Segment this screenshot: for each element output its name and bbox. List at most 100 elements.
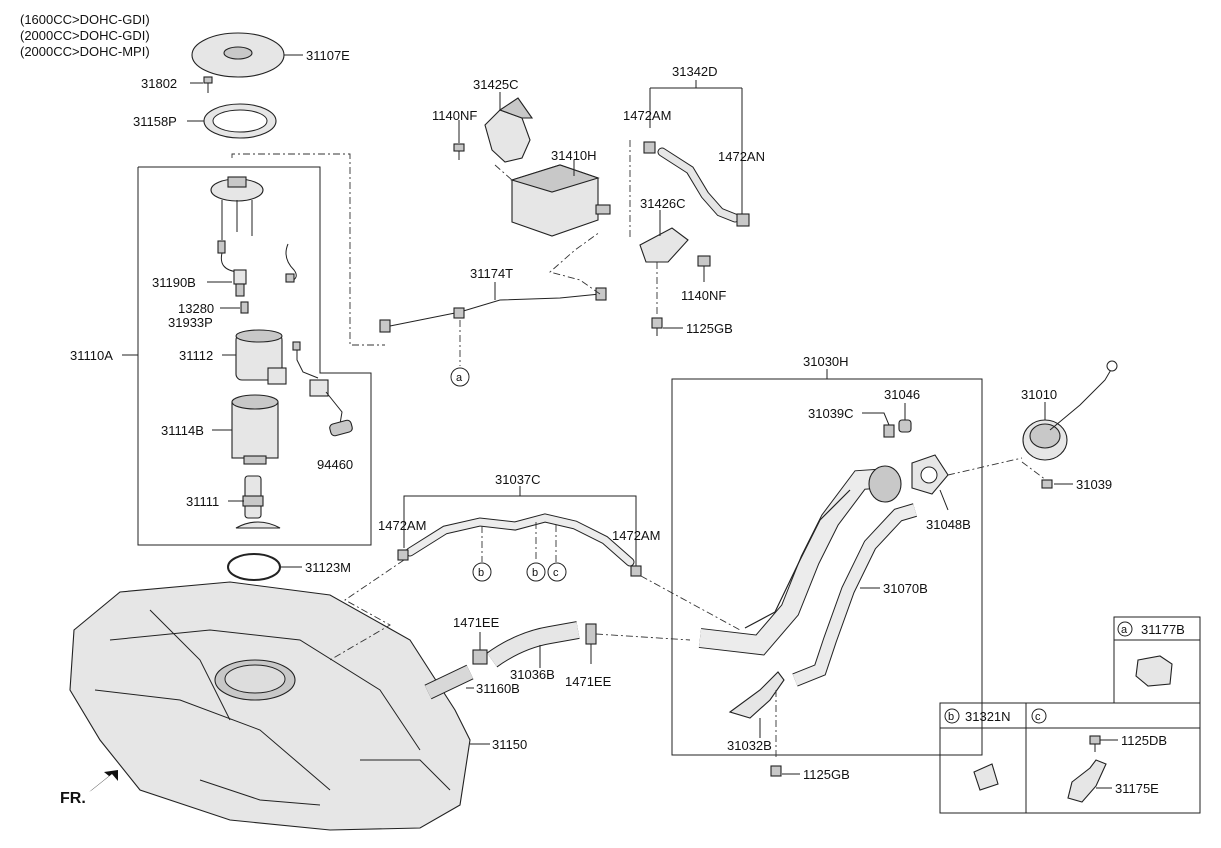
hose-31037C [405, 513, 635, 567]
legend-box-c: c 1125DB 31175E [1025, 702, 1201, 814]
fuel-filter-31112 [235, 329, 287, 385]
label-31190B: 31190B [152, 275, 196, 290]
legend-b-part: 31321N [965, 709, 1011, 724]
legend-a-key: a [1121, 624, 1128, 636]
svg-text:c: c [553, 567, 559, 579]
label-31032B: 31032B [727, 738, 772, 753]
label-31114B: 31114B [161, 423, 204, 438]
label-1125GB-bottom: 1125GB [803, 767, 850, 782]
cap-seal-31046 [898, 419, 912, 433]
callout-b-1: b [472, 562, 492, 582]
screw-31802 [203, 76, 213, 93]
clamp-1472AN [736, 213, 750, 227]
pump-flange [210, 176, 264, 254]
label-1472AN: 1472AN [718, 149, 765, 164]
label-31039: 31039 [1076, 477, 1112, 492]
regulator-13280 [240, 301, 249, 314]
label-fr: FR. [60, 790, 86, 807]
canister-31410H [510, 164, 611, 237]
breather-pipe-31070B [792, 503, 917, 687]
reservoir-31114B [231, 394, 279, 465]
label-31110A: 31110A [70, 348, 113, 363]
label-31070B: 31070B [883, 581, 928, 596]
label-31010: 31010 [1021, 387, 1057, 402]
label-31112: 31112 [179, 348, 213, 363]
label-31933P: 31933P [168, 315, 213, 330]
label-31150: 31150 [492, 737, 527, 752]
lock-ring-31158P [203, 103, 277, 139]
label-31425C: 31425C [473, 77, 519, 92]
svg-text:a: a [456, 372, 463, 384]
label-31048B: 31048B [926, 517, 971, 532]
legend-box-a: a 31177B [1113, 616, 1201, 704]
hose-31342D [657, 147, 740, 223]
fuel-pump-31111 [235, 475, 281, 529]
pump-cover-31107E [191, 32, 285, 78]
label-31158P: 31158P [133, 114, 177, 129]
variant-line-3: (2000CC>DOHC-MPI) [20, 44, 150, 59]
label-1472AM-left: 1472AM [378, 518, 426, 533]
filler-neck-pipe [698, 465, 902, 656]
label-31426C: 31426C [640, 196, 686, 211]
connector-31190B [233, 269, 247, 297]
fuel-tank-31150 [69, 581, 471, 831]
clamp-1471EE-top [472, 649, 488, 665]
label-1471EE-bottom: 1471EE [565, 674, 612, 689]
clamp-1472AM-left [397, 549, 409, 561]
label-1472AM-right: 1472AM [612, 528, 660, 543]
legend-c-part-1: 1125DB [1121, 733, 1167, 748]
legend-c-part-2: 31175E [1115, 781, 1159, 796]
clamp-1472AM-top [643, 141, 656, 154]
label-31037C: 31037C [495, 472, 541, 487]
bolt-1125GB-top [651, 317, 663, 336]
label-1471EE-top: 1471EE [453, 615, 500, 630]
variant-line-2: (2000CC>DOHC-GDI) [20, 28, 150, 43]
label-1140NF-right: 1140NF [681, 288, 726, 303]
vapor-tube-31174T [379, 287, 607, 333]
legend-box-b: b 31321N [939, 702, 1027, 814]
legend-a-part: 31177B [1141, 622, 1185, 637]
bracket-31425C [484, 97, 534, 163]
label-31107E: 31107E [306, 48, 350, 63]
label-1125GB-top: 1125GB [686, 321, 733, 336]
variant-line-1: (1600CC>DOHC-GDI) [20, 12, 150, 27]
front-arrow-icon [89, 770, 118, 792]
bolt-1125GB-bottom [770, 765, 782, 777]
label-31123M: 31123M [305, 560, 351, 575]
svg-text:b: b [532, 567, 538, 579]
legend-b-key: b [948, 711, 954, 723]
label-31160B: 31160B [476, 681, 520, 696]
label-31036B: 31036B [510, 667, 555, 682]
pump-connector [285, 273, 295, 283]
label-94460: 94460 [317, 457, 353, 472]
svg-text:b: b [478, 567, 484, 579]
bracket-31032B [728, 671, 785, 719]
callout-a: a [450, 367, 470, 387]
pump-module-frame [137, 166, 372, 546]
screw-31039 [1041, 479, 1053, 489]
label-31111: 31111 [186, 494, 219, 509]
gasket-31048B [911, 454, 949, 495]
label-13280: 13280 [178, 301, 214, 316]
callout-c: c [547, 562, 567, 582]
label-31410H: 31410H [551, 148, 597, 163]
label-1472AM-top: 1472AM [623, 108, 671, 123]
callout-b-2: b [526, 562, 546, 582]
bolt-1140NF-top [453, 143, 465, 160]
label-31174T: 31174T [470, 266, 513, 281]
label-31030H: 31030H [803, 354, 849, 369]
label-31342D: 31342D [672, 64, 718, 79]
bolt-1140NF-right [697, 255, 711, 282]
label-31039C: 31039C [808, 406, 854, 421]
clamp-1471EE-bottom [585, 623, 597, 645]
hose-31036B [486, 621, 580, 668]
bracket-31426C [639, 227, 689, 263]
label-31802: 31802 [141, 76, 177, 91]
fuel-cap-31010 [1022, 360, 1118, 461]
clip-31039C [883, 424, 895, 438]
inlet-pipe-31160B [424, 664, 474, 700]
label-1140NF-top: 1140NF [432, 108, 477, 123]
level-sender-94460 [309, 379, 353, 437]
label-31046: 31046 [884, 387, 920, 402]
